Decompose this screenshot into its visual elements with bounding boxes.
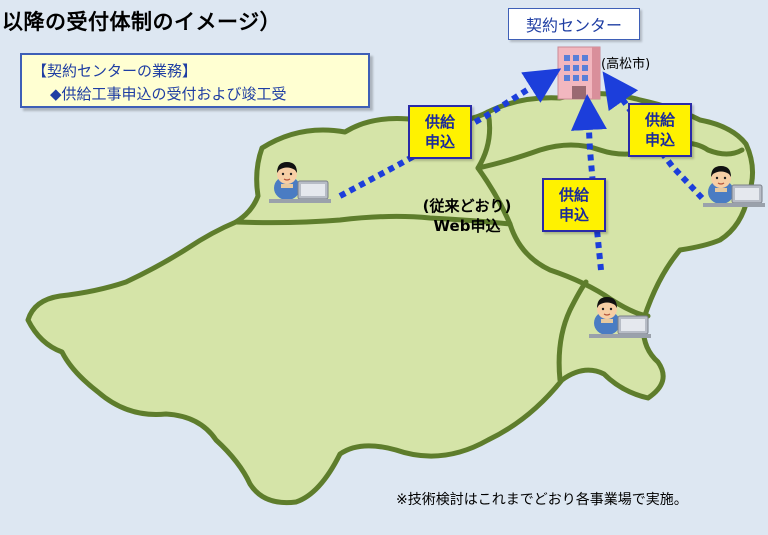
business-box-item: ◆供給工事申込の受付および竣工受 (50, 85, 287, 103)
footnote: ※技術検討はこれまでどおり各事業場で実施。 (396, 492, 688, 508)
boundary-east (556, 279, 589, 383)
application-tag-line1: 供給 (558, 186, 589, 204)
arrow-south-to-center (570, 94, 607, 271)
page-title: 以降の受付体制のイメージ） (2, 10, 282, 34)
web-application-note: (従来どおり) Web申込 (407, 196, 527, 236)
boundary-west (233, 213, 513, 227)
application-tag-line1: 供給 (644, 111, 675, 129)
application-tag-line2: 申込 (644, 131, 675, 149)
application-tag-east: 供給 申込 (628, 103, 692, 157)
application-tag-line1: 供給 (424, 113, 455, 131)
application-tag-line2: 申込 (558, 206, 589, 224)
business-box: 【契約センターの業務】 ◆供給工事申込の受付および竣工受 (20, 53, 370, 108)
arrow-west-to-center (338, 68, 562, 199)
application-tag-west: 供給 申込 (408, 105, 472, 159)
application-tag-line2: 申込 (424, 133, 455, 151)
contract-center-label: 契約センター (508, 8, 640, 40)
web-note-line2: Web申込 (433, 217, 501, 235)
city-label: (高松市) (601, 57, 651, 72)
web-note-line1: (従来どおり) (422, 197, 512, 215)
business-box-title: 【契約センターの業務】 (32, 62, 198, 80)
application-tag-south: 供給 申込 (542, 178, 606, 232)
office-building-icon (557, 46, 601, 100)
boundary-middle (475, 165, 651, 319)
